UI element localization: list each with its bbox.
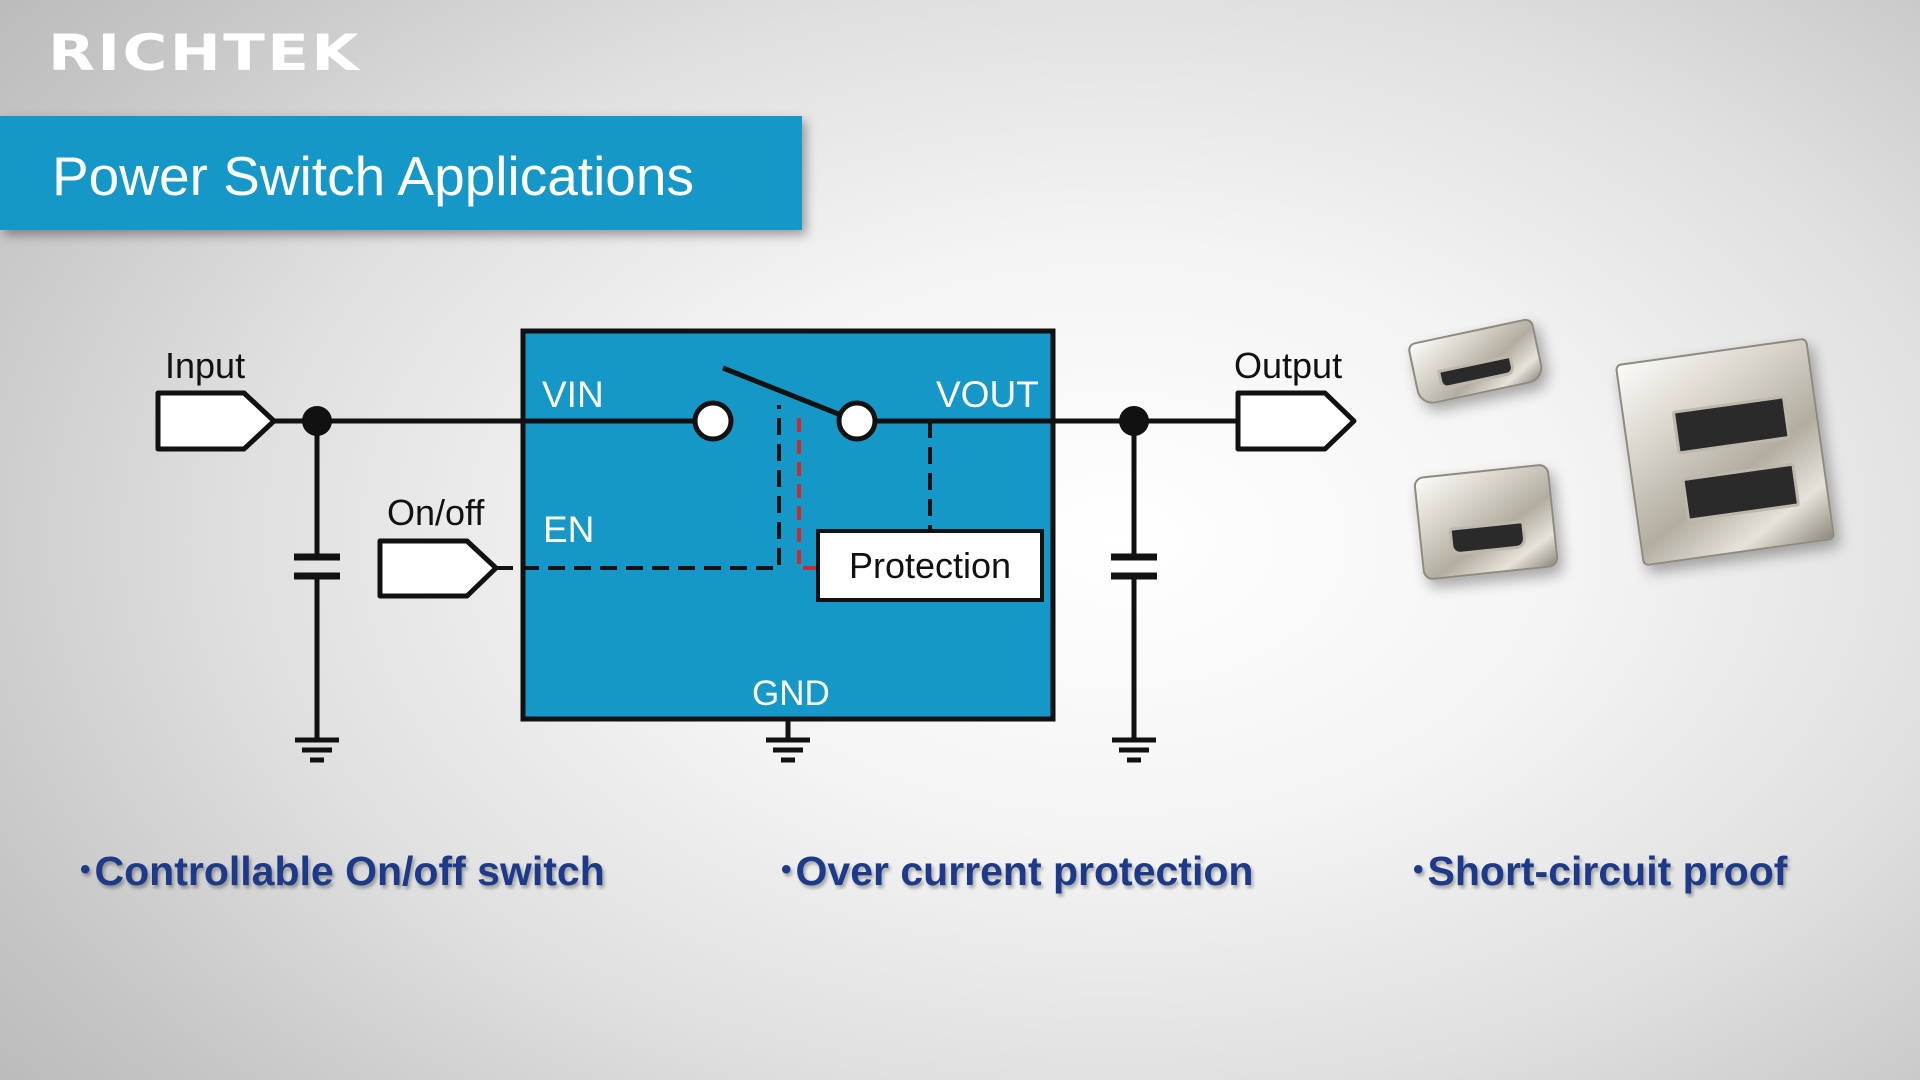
slide-title: Power Switch Applications [52, 145, 694, 207]
usb-a-connector-icon [1614, 337, 1836, 567]
feature-bullet-short-circuit: •Short-circuit proof [1413, 848, 1788, 894]
feature-bullet-overcurrent: •Over current protection [781, 848, 1254, 894]
title-banner: Power Switch Applications [0, 116, 802, 230]
ground-symbol-icon [295, 737, 339, 763]
ground-symbol-icon [766, 719, 810, 763]
input-capacitor-icon [294, 421, 340, 740]
output-label: Output [1234, 345, 1342, 386]
input-label: Input [165, 345, 245, 386]
input-port-icon [155, 390, 277, 452]
current-sense-line [797, 418, 818, 570]
onoff-port-icon [377, 538, 499, 599]
protection-label: Protection [849, 545, 1011, 586]
vout-pin-label: VOUT [936, 374, 1039, 415]
output-capacitor-icon [1111, 421, 1157, 740]
enable-control-line [496, 405, 781, 570]
ground-symbol-icon [1112, 737, 1156, 763]
switch-symbol-icon [692, 365, 878, 442]
vin-pin-label: VIN [542, 374, 604, 415]
output-port-icon [1235, 390, 1357, 452]
onoff-label: On/off [387, 492, 485, 533]
feature-text: Controllable On/off switch [94, 848, 605, 894]
protection-block [816, 529, 1044, 602]
feature-text: Over current protection [795, 848, 1254, 894]
feature-text: Short-circuit proof [1427, 848, 1788, 894]
richtek-logo: RICHTEK [48, 24, 362, 82]
feature-bullet-onoff: •Controllable On/off switch [80, 848, 605, 894]
gnd-pin-label: GND [752, 674, 830, 713]
mini-usb-connector-icon [1412, 463, 1560, 581]
en-pin-label: EN [543, 509, 594, 550]
